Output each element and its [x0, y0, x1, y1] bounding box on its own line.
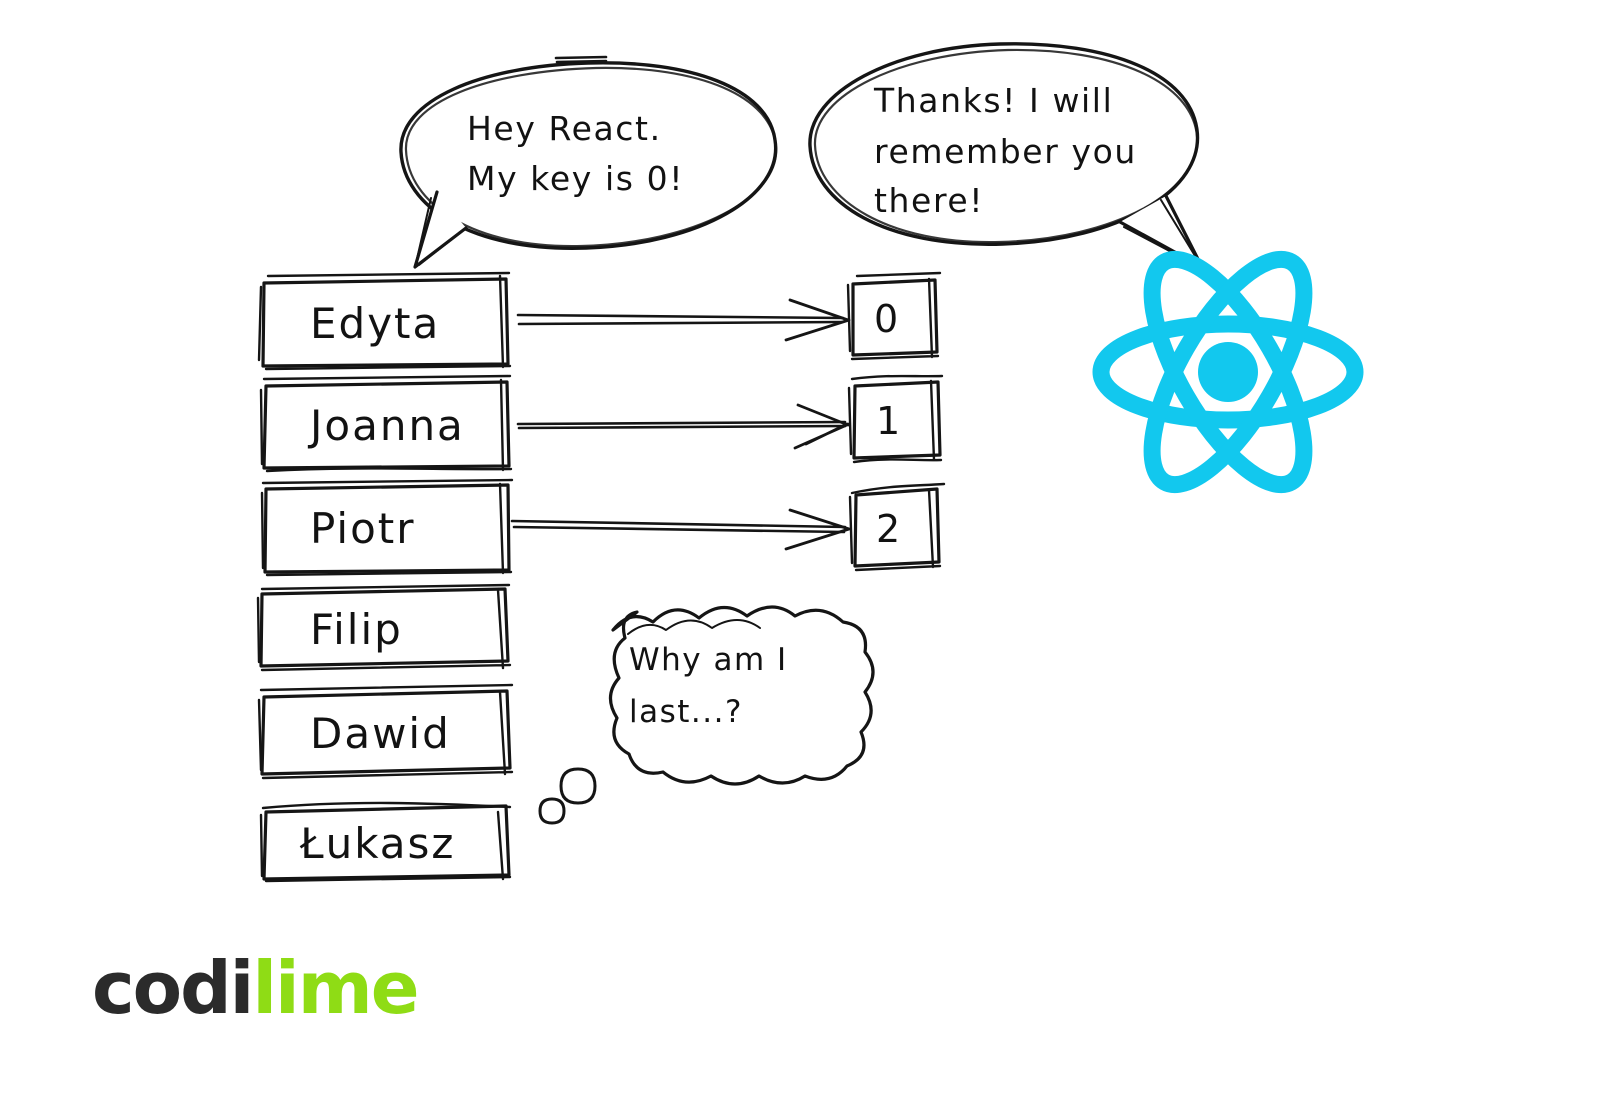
name-box-joanna-sketch: [259, 374, 513, 473]
codilime-logo: codi lime: [92, 946, 420, 1030]
bubble-left-tail-second-pass: [415, 197, 462, 266]
thought-line-1: Why am I: [629, 642, 788, 678]
name-box-dawid[interactable]: Dawid: [257, 683, 514, 780]
bubble-right-line-1: Thanks! I will: [873, 81, 1113, 120]
name-label: Dawid: [310, 709, 451, 758]
name-label: Joanna: [307, 401, 465, 450]
arrow-3-shaft: [510, 519, 847, 534]
arrow-piotr-to-2: [510, 508, 851, 551]
name-box-joanna-rect: [262, 380, 511, 470]
name-box-piotr-rect: [263, 483, 511, 574]
name-box-lukasz-sketch: [259, 801, 512, 883]
react-logo-orbit-1: [1092, 315, 1364, 429]
name-label: Piotr: [310, 504, 416, 553]
key-box-2-rect: [853, 487, 941, 568]
bubble-right-line-3: there!: [874, 181, 984, 220]
bubble-left-outline-second-pass: [404, 66, 778, 248]
arrow-1-head: [784, 298, 851, 342]
arrow-edyta-to-0: [516, 298, 851, 342]
arrow-2-head: [793, 403, 851, 450]
name-box-joanna[interactable]: Joanna: [259, 374, 513, 473]
key-box-0-sketch: [846, 271, 942, 361]
thought-bubble: Why am I last...?: [538, 605, 875, 825]
speech-bubble-right: Thanks! I will remember you there!: [808, 42, 1204, 269]
thought-line-2: last...?: [629, 694, 743, 730]
key-box-1-sketch: [847, 374, 944, 464]
key-label: 1: [876, 399, 901, 443]
name-box-dawid-sketch: [257, 683, 514, 780]
name-box-filip-sketch: [256, 583, 512, 672]
bubble-right-outline: [808, 42, 1200, 246]
key-label: 2: [876, 507, 901, 551]
react-logo-orbit-2: [1143, 250, 1313, 494]
bubble-left-line-2: My key is 0!: [467, 159, 684, 198]
name-box-edyta[interactable]: Edyta: [257, 271, 512, 371]
codilime-logo-lime: lime: [252, 946, 419, 1030]
arrow-joanna-to-1: [516, 403, 851, 450]
name-box-edyta-rect: [261, 277, 510, 368]
react-logo-orbit-3: [1143, 250, 1313, 494]
bubble-left-outline: [399, 61, 778, 250]
key-box-2-sketch: [848, 482, 946, 572]
name-box-filip[interactable]: Filip: [256, 583, 512, 672]
bubble-left-top-nick: [554, 55, 608, 64]
key-box-1[interactable]: 1: [847, 374, 944, 464]
name-box-dawid-rect: [260, 689, 512, 776]
name-box-lukasz[interactable]: Łukasz: [259, 801, 512, 883]
name-label: Łukasz: [299, 819, 455, 868]
name-box-edyta-sketch: [257, 271, 512, 371]
name-box-piotr[interactable]: Piotr: [260, 478, 514, 577]
name-box-lukasz-rect: [262, 804, 511, 881]
arrow-2-shaft: [516, 420, 847, 430]
react-logo: [1092, 250, 1364, 494]
codilime-logo-codi: codi: [92, 946, 254, 1030]
name-box-filip-rect: [259, 587, 510, 668]
key-box-0-rect: [851, 278, 939, 357]
bubble-right-line-2: remember you: [874, 132, 1137, 171]
thought-bubble-cloud: [608, 605, 875, 786]
key-label: 0: [874, 297, 899, 341]
speech-bubble-left: Hey React. My key is 0!: [399, 55, 778, 269]
thought-bubble-second-pass: [627, 619, 761, 635]
key-box-1-rect: [852, 380, 942, 460]
arrow-1-shaft: [516, 313, 845, 326]
react-logo-nucleus: [1198, 342, 1258, 402]
name-label: Filip: [310, 605, 403, 654]
name-label: Edyta: [310, 299, 440, 348]
key-box-0[interactable]: 0: [846, 271, 942, 361]
name-box-piotr-sketch: [260, 478, 514, 577]
bubble-left-line-1: Hey React.: [467, 109, 662, 148]
thought-dot-large: [559, 767, 597, 805]
arrow-3-head: [784, 508, 851, 551]
key-box-2[interactable]: 2: [848, 482, 946, 572]
bubble-right-outline-second-pass: [813, 48, 1199, 244]
thought-dot-small: [538, 797, 566, 825]
